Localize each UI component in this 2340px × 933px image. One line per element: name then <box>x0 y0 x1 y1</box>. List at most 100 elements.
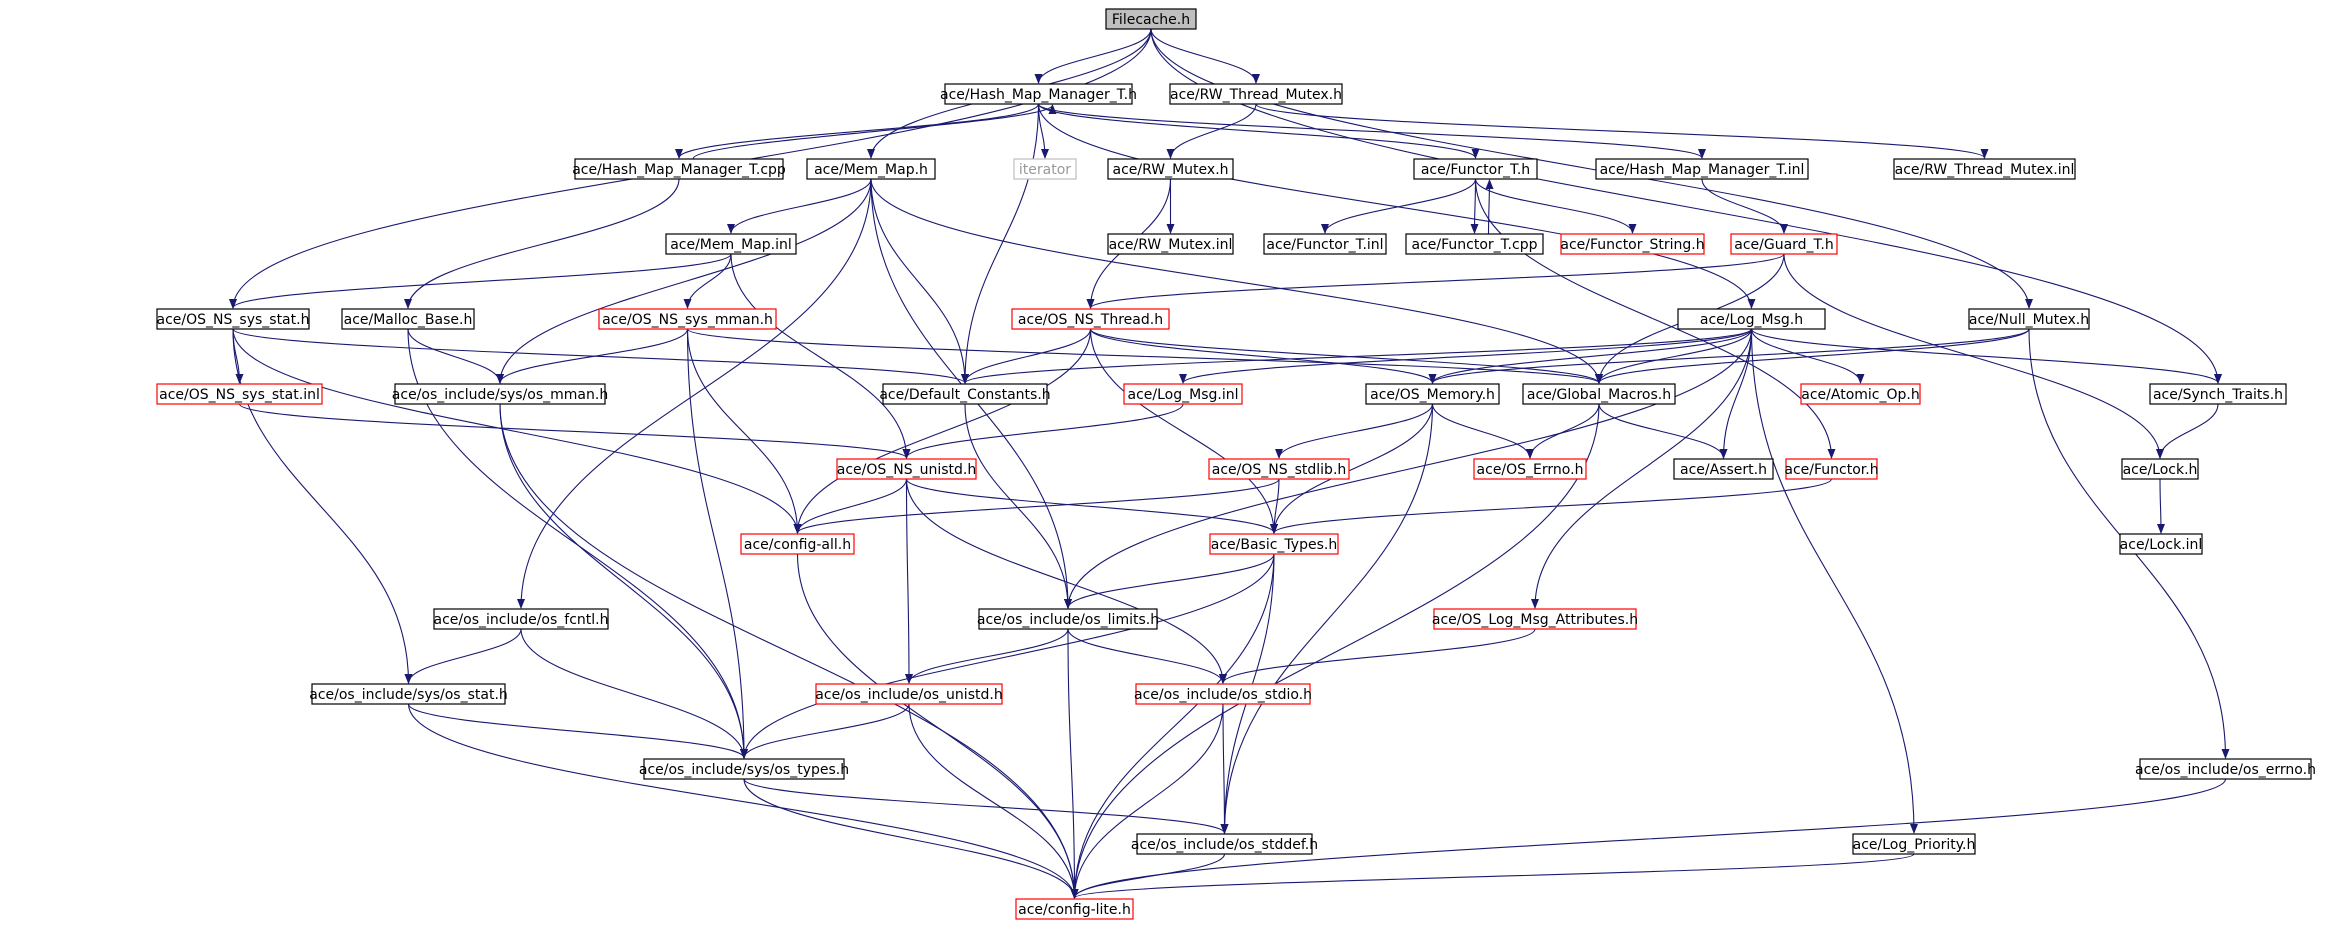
node-label: ace/Hash_Map_Manager_T.cpp <box>572 162 786 178</box>
node-box <box>643 758 845 780</box>
node-ace-malloc-base-h[interactable]: ace/Malloc_Base.h <box>341 308 475 330</box>
node-label: ace/Functor_T.h <box>1421 162 1530 178</box>
node-ace-basic-types-h[interactable]: ace/Basic_Types.h <box>1209 533 1339 555</box>
node-ace-atomic-op-h[interactable]: ace/Atomic_Op.h <box>1800 383 1921 405</box>
edge-n31-to-n36 <box>793 478 1280 534</box>
node-label: ace/Lock.h <box>2123 462 2198 478</box>
node-ace-log-msg-h[interactable]: ace/Log_Msg.h <box>1677 308 1826 330</box>
node-label: ace/OS_NS_sys_stat.h <box>157 312 310 328</box>
node-label: ace/RW_Thread_Mutex.inl <box>1895 162 2075 178</box>
node-ace-os-include-os-stdio-h[interactable]: ace/os_include/os_stdio.h <box>1134 683 1312 705</box>
node-box <box>806 158 936 180</box>
node-ace-hash-map-manager-t-inl[interactable]: ace/Hash_Map_Manager_T.inl <box>1595 158 1809 180</box>
edge-n19-to-n36 <box>793 328 1092 534</box>
node-iterator[interactable]: iterator <box>1013 158 1077 180</box>
node-box <box>1015 898 1134 920</box>
node-ace-os-include-os-fcntl-h[interactable]: ace/os_include/os_fcntl.h <box>433 608 609 630</box>
node-ace-os-include-os-stddef-h[interactable]: ace/os_include/os_stddef.h <box>1131 833 1318 855</box>
node-ace-rw-mutex-inl[interactable]: ace/RW_Mutex.inl <box>1107 233 1234 255</box>
node-ace-config-lite-h[interactable]: ace/config-lite.h <box>1015 898 1134 920</box>
node-ace-guard-t-h[interactable]: ace/Guard_T.h <box>1730 233 1838 255</box>
edge-n4-to-n23 <box>496 178 872 384</box>
node-ace-os-log-msg-attributes-h[interactable]: ace/OS_Log_Msg_Attributes.h <box>1432 608 1638 630</box>
node-ace-os-ns-sys-stat-h[interactable]: ace/OS_NS_sys_stat.h <box>156 308 310 330</box>
node-ace-mem-map-inl[interactable]: ace/Mem_Map.inl <box>665 233 797 255</box>
node-ace-rw-thread-mutex-h[interactable]: ace/RW_Thread_Mutex.h <box>1169 83 1343 105</box>
node-ace-assert-h[interactable]: ace/Assert.h <box>1673 458 1774 480</box>
node-ace-functor-h[interactable]: ace/Functor.h <box>1784 458 1879 480</box>
edge-n0-to-n1 <box>1034 28 1152 84</box>
edge-n1-to-n24 <box>961 103 1040 384</box>
node-ace-os-include-os-unistd-h[interactable]: ace/os_include/os_unistd.h <box>815 683 1003 705</box>
edge-n27-to-n33 <box>1598 403 1728 459</box>
node-box <box>978 608 1158 630</box>
node-label: ace/Functor_T.inl <box>1266 237 1383 253</box>
node-filecache-h[interactable]: Filecache.h <box>1105 8 1197 30</box>
node-ace-mem-map-h[interactable]: ace/Mem_Map.h <box>806 158 936 180</box>
node-ace-functor-t-h[interactable]: ace/Functor_T.h <box>1413 158 1538 180</box>
node-ace-os-ns-thread-h[interactable]: ace/OS_NS_Thread.h <box>1011 308 1170 330</box>
node-box <box>574 158 784 180</box>
node-label: ace/Log_Msg.h <box>1700 312 1803 328</box>
node-ace-os-memory-h[interactable]: ace/OS_Memory.h <box>1365 383 1500 405</box>
node-ace-os-errno-h[interactable]: ace/OS_Errno.h <box>1473 458 1587 480</box>
node-ace-functor-t-cpp[interactable]: ace/Functor_T.cpp <box>1405 233 1544 255</box>
node-ace-os-include-sys-os-types-h[interactable]: ace/os_include/sys/os_types.h <box>639 758 849 780</box>
node-box <box>740 533 855 555</box>
node-label: ace/Functor_String.h <box>1560 237 1704 253</box>
node-ace-rw-mutex-h[interactable]: ace/RW_Mutex.h <box>1107 158 1234 180</box>
edge-n1-to-n3 <box>675 103 1040 159</box>
node-ace-null-mutex-h[interactable]: ace/Null_Mutex.h <box>1968 308 2090 330</box>
header-file-nodes: Filecache.h ace/Hash_Map_Manager_T.h ace/R… <box>156 8 2316 920</box>
edge-n24-to-n40 <box>964 403 1072 609</box>
node-ace-os-ns-unistd-h[interactable]: ace/OS_NS_unistd.h <box>836 458 977 480</box>
edge-n40-to-n49 <box>1067 628 1079 899</box>
node-ace-rw-thread-mutex-inl[interactable]: ace/RW_Thread_Mutex.inl <box>1893 158 2076 180</box>
edge-n7-to-n34 <box>1474 178 1836 459</box>
node-box <box>1673 458 1774 480</box>
node-ace-os-include-os-errno-h[interactable]: ace/os_include/os_errno.h <box>2135 758 2316 780</box>
node-ace-functor-t-inl[interactable]: ace/Functor_T.inl <box>1263 233 1387 255</box>
edge-n27-to-n49 <box>1070 403 1600 899</box>
edge-n30-to-n37 <box>905 478 1278 534</box>
edge-n21-to-n27 <box>1595 328 2030 384</box>
edge-n43-to-n45 <box>740 703 910 759</box>
node-label: ace/os_include/os_unistd.h <box>815 687 1002 703</box>
node-ace-os-include-sys-os-mman-h[interactable]: ace/os_include/sys/os_mman.h <box>392 383 608 405</box>
node-ace-functor-string-h[interactable]: ace/Functor_String.h <box>1560 233 1705 255</box>
node-label: ace/Lock.inl <box>2120 537 2203 553</box>
edge-n48-to-n49 <box>1070 853 1915 899</box>
edge-n27-to-n32 <box>1526 403 1600 459</box>
node-box <box>341 308 475 330</box>
node-ace-os-ns-sys-mman-h[interactable]: ace/OS_NS_sys_mman.h <box>598 308 777 330</box>
node-label: ace/Log_Msg.inl <box>1128 387 1239 403</box>
node-label: ace/Guard_T.h <box>1734 237 1834 253</box>
node-box <box>1135 683 1311 705</box>
edge-n19-to-n26 <box>1089 328 1437 384</box>
node-ace-global-macros-h[interactable]: ace/Global_Macros.h <box>1522 383 1676 405</box>
node-ace-log-msg-inl[interactable]: ace/Log_Msg.inl <box>1123 383 1243 405</box>
node-ace-log-priority-h[interactable]: ace/Log_Priority.h <box>1852 833 1976 855</box>
node-ace-os-ns-stdlib-h[interactable]: ace/OS_NS_stdlib.h <box>1208 458 1350 480</box>
edge-n20-to-n25 <box>1179 328 1753 384</box>
node-ace-hash-map-manager-t-h[interactable]: ace/Hash_Map_Manager_T.h <box>940 83 1137 105</box>
node-ace-os-include-os-limits-h[interactable]: ace/os_include/os_limits.h <box>977 608 1159 630</box>
node-ace-config-all-h[interactable]: ace/config-all.h <box>740 533 855 555</box>
node-ace-os-include-sys-os-stat-h[interactable]: ace/os_include/sys/os_stat.h <box>309 683 508 705</box>
node-label: ace/RW_Mutex.inl <box>1109 237 1233 253</box>
node-box <box>1209 533 1339 555</box>
node-ace-synch-traits-h[interactable]: ace/Synch_Traits.h <box>2149 383 2287 405</box>
node-label: ace/os_include/os_fcntl.h <box>434 612 609 628</box>
node-ace-hash-map-manager-t-cpp[interactable]: ace/Hash_Map_Manager_T.cpp <box>572 158 786 180</box>
node-label: ace/Functor.h <box>1784 462 1878 478</box>
node-ace-lock-h[interactable]: ace/Lock.h <box>2121 458 2199 480</box>
node-box <box>1852 833 1976 855</box>
node-label: ace/Assert.h <box>1680 462 1767 478</box>
node-ace-default-constants-h[interactable]: ace/Default_Constants.h <box>879 383 1051 405</box>
node-label: ace/Hash_Map_Manager_T.h <box>940 87 1137 103</box>
edge-n10-to-n30 <box>730 253 911 459</box>
edge-n19-to-n24 <box>961 328 1092 384</box>
node-ace-os-ns-sys-stat-inl[interactable]: ace/OS_NS_sys_stat.inl <box>156 383 323 405</box>
node-ace-lock-inl[interactable]: ace/Lock.inl <box>2119 533 2203 555</box>
node-label: ace/os_include/sys/os_mman.h <box>392 387 608 403</box>
